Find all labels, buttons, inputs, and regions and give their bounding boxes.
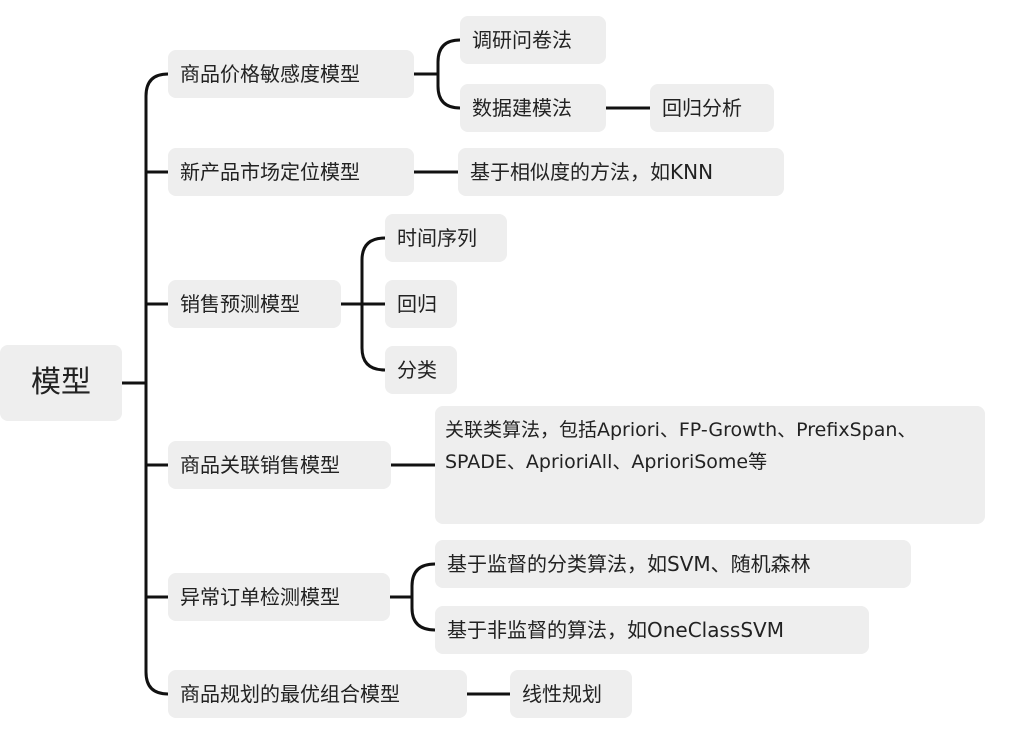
child-node-regression[interactable]: 回归 (385, 280, 457, 328)
child-node-survey[interactable]: 调研问卷法 (460, 16, 606, 64)
connector-trunk (144, 72, 170, 696)
child-node-supervised[interactable]: 基于监督的分类算法，如SVM、随机森林 (435, 540, 911, 588)
child-node-similarity-knn[interactable]: 基于相似度的方法，如KNN (458, 148, 784, 196)
child-node-time-series[interactable]: 时间序列 (385, 214, 507, 262)
root-node[interactable]: 模型 (0, 345, 122, 421)
child-node-unsupervised[interactable]: 基于非监督的算法，如OneClassSVM (435, 606, 869, 654)
child-node-data-modeling[interactable]: 数据建模法 (460, 84, 606, 132)
connector-b5-children (410, 562, 437, 632)
child-node-linear-programming[interactable]: 线性规划 (510, 670, 632, 718)
branch-node-abnormal-order-detection[interactable]: 异常订单检测模型 (168, 573, 390, 621)
connector-b1-children (436, 38, 462, 110)
child-node-classification[interactable]: 分类 (385, 346, 457, 394)
grandchild-node-regression-analysis[interactable]: 回归分析 (650, 84, 774, 132)
branch-node-optimal-combination[interactable]: 商品规划的最优组合模型 (168, 670, 467, 718)
branch-node-association-sales[interactable]: 商品关联销售模型 (168, 441, 391, 489)
branch-node-new-product-positioning[interactable]: 新产品市场定位模型 (168, 148, 414, 196)
branch-node-sales-forecast[interactable]: 销售预测模型 (168, 280, 341, 328)
branch-node-price-sensitivity[interactable]: 商品价格敏感度模型 (168, 50, 414, 98)
child-node-association-algorithms[interactable]: 关联类算法，包括Apriori、FP-Growth、PrefixSpan、SPA… (435, 406, 985, 524)
